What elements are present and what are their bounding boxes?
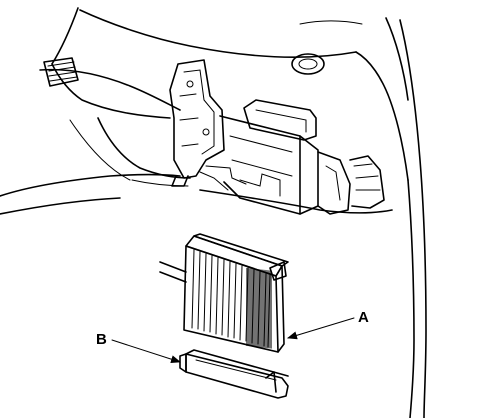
callout-b-leader [111, 339, 181, 364]
callout-a-leader [287, 317, 355, 340]
mounting-bracket [169, 59, 225, 187]
retainer-seal [179, 349, 289, 399]
callout-a: A [287, 309, 369, 340]
unit-housing [199, 99, 385, 215]
vent-grille [43, 57, 79, 87]
callout-b: B [96, 331, 181, 364]
dashboard-outline [0, 7, 427, 418]
callout-a-label: A [358, 309, 369, 326]
evaporator-core [159, 233, 289, 353]
callout-b-label: B [96, 331, 107, 348]
oval-fitting [291, 53, 325, 75]
